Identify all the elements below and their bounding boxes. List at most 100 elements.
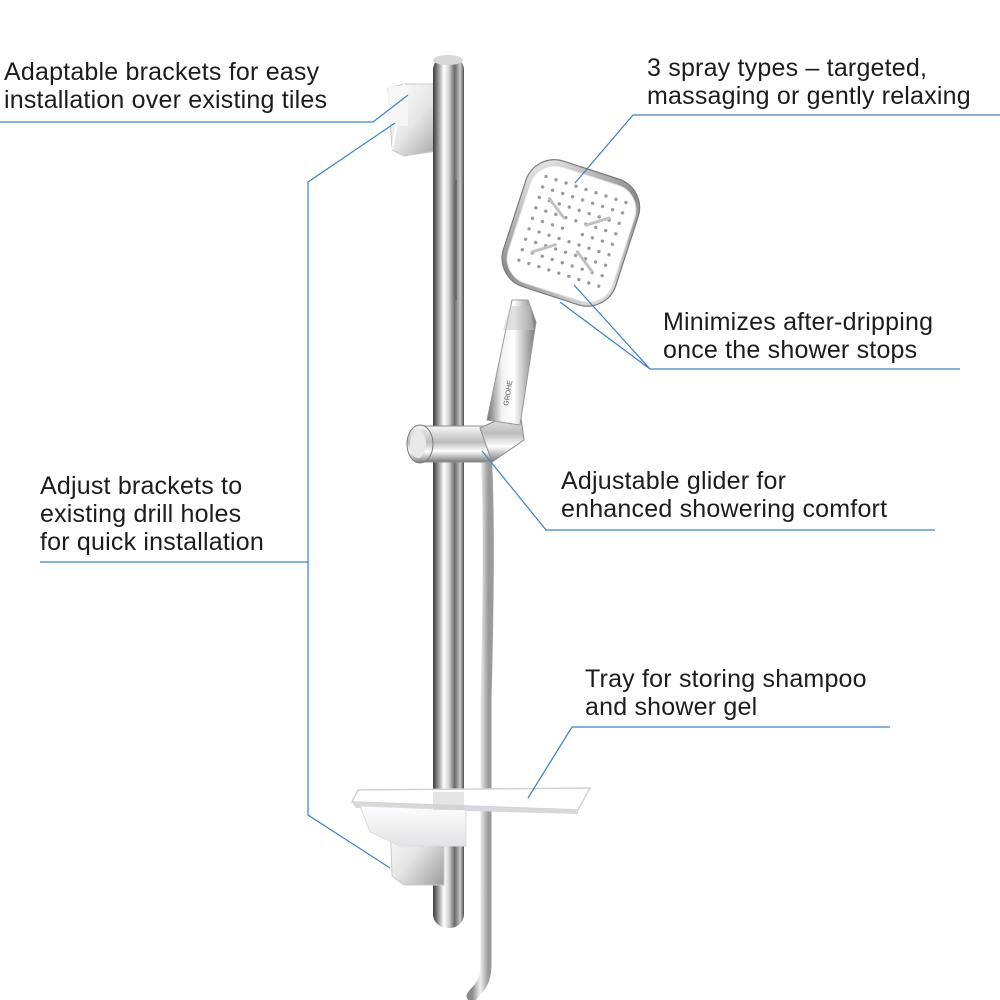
leader-brackets-drill (40, 122, 396, 869)
callout-brackets-tiles: Adaptable brackets for easy installation… (4, 58, 327, 114)
nozzle-dot (527, 227, 531, 231)
nozzle-dot (577, 208, 581, 213)
nozzle-dot (587, 281, 591, 285)
nozzle-dot (597, 249, 601, 254)
nozzle-dot (584, 187, 588, 192)
callout-line: and shower gel (585, 693, 758, 721)
leader-lines (0, 94, 1000, 869)
nozzle-dot (600, 204, 605, 209)
nozzle-dot (620, 211, 625, 215)
nozzle-dot (527, 261, 531, 266)
nozzle-dot (534, 206, 538, 210)
callout-line: once the shower stops (663, 336, 918, 364)
nozzle-dot (554, 212, 558, 217)
callout-line: Adjustable glider for (561, 467, 787, 495)
nozzle-dot (607, 253, 611, 257)
nozzle-dot (603, 263, 608, 267)
nozzle-dot (577, 277, 581, 282)
nozzle-dot (587, 211, 591, 216)
nozzle-dot (614, 232, 618, 236)
nozzle-dot (570, 264, 574, 268)
nozzle-dot (567, 274, 571, 279)
nozzle-dot (597, 215, 601, 219)
nozzle-dot (537, 230, 541, 234)
nozzle-dot (563, 250, 568, 254)
nozzle-dot (624, 200, 628, 205)
nozzle-dot (550, 257, 554, 262)
callout-line: Adjust brackets to (40, 472, 243, 500)
nozzle-dot (567, 240, 571, 244)
nozzle-dot (577, 243, 581, 247)
nozzle-dot (594, 191, 598, 195)
callout-after-dripping: Minimizes after-dripping once the shower… (663, 308, 933, 364)
nozzle-dot (570, 195, 575, 199)
hand-shower: GROHE (486, 159, 641, 426)
nozzle-dot (600, 239, 605, 243)
nozzle-dot (557, 202, 561, 206)
nozzle-dot (590, 236, 595, 240)
nozzle-dot (574, 184, 578, 188)
nozzle-dot (537, 195, 541, 200)
nozzle-dot (540, 254, 544, 258)
leader-brackets-tiles (0, 94, 409, 123)
nozzle-dot (610, 242, 615, 247)
nozzle-dot (540, 185, 545, 189)
nozzle-dot (580, 198, 585, 202)
nozzle-dot (590, 201, 595, 205)
nozzle-dot (547, 233, 551, 238)
callout-line: 3 spray types – targeted, (647, 54, 928, 82)
leader-glider (481, 450, 935, 531)
nozzle-dot (580, 267, 584, 271)
callout-tray: Tray for storing shampoo and shower gel (585, 665, 867, 721)
nozzle-dot (550, 223, 555, 227)
callout-glider: Adjustable glider for enhanced showering… (561, 467, 887, 523)
nozzle-dot (604, 228, 608, 233)
nozzle-dot (554, 178, 558, 182)
nozzle-dot (544, 209, 548, 213)
nozzle-dot (544, 174, 548, 179)
nozzle-dot (567, 205, 571, 209)
brand-mark: GROHE (503, 380, 514, 407)
nozzle-dot (550, 188, 555, 192)
callout-line: installation over existing tiles (4, 86, 328, 114)
nozzle-dot (573, 253, 578, 258)
wall-bracket-top (387, 83, 445, 157)
nozzle-dot (597, 284, 601, 288)
nozzle-dot (540, 219, 545, 224)
nozzle-dot (517, 258, 521, 262)
nozzle-dot (530, 216, 535, 221)
nozzle-dot (617, 221, 621, 226)
nozzle-dot (614, 197, 618, 201)
callout-line: Tray for storing shampoo (585, 665, 867, 693)
callout-line: existing drill holes (40, 500, 242, 528)
nozzle-dot (564, 181, 568, 185)
callout-line: massaging or gently relaxing (647, 82, 971, 110)
callout-line: Minimizes after-dripping (663, 308, 934, 336)
callout-spray-types: 3 spray types – targeted, massaging or g… (647, 54, 971, 110)
leader-tray (527, 726, 890, 799)
glider (406, 409, 525, 464)
nozzle-dot (537, 264, 541, 269)
nozzle-dot (557, 271, 561, 275)
nozzle-dot (560, 191, 565, 196)
nozzle-dot (533, 240, 538, 245)
callout-line: enhanced showering comfort (561, 495, 888, 523)
spray-nozzles (517, 174, 628, 288)
shower-hose (466, 444, 494, 1000)
nozzle-dot (580, 232, 585, 237)
nozzle-dot (557, 236, 561, 241)
nozzle-dot (600, 273, 604, 278)
leader-drip (559, 284, 960, 370)
nozzle-dot (560, 226, 565, 230)
nozzle-dot (610, 207, 615, 212)
nozzle-dot (553, 247, 558, 251)
nozzle-dot (520, 248, 524, 252)
nozzle-dot (523, 237, 528, 241)
leader-spray (574, 114, 1000, 184)
callout-line: for quick installation (40, 528, 264, 556)
nozzle-dot (574, 219, 578, 223)
nozzle-dot (593, 260, 598, 264)
nozzle-dot (587, 246, 591, 250)
